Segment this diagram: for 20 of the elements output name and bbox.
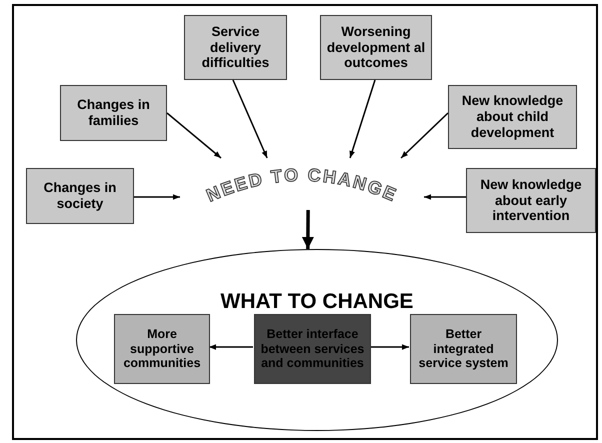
arrow [302,210,314,250]
process-box: Better interface between services and communities [254,314,371,384]
arrow [370,344,409,350]
arrow [209,344,253,350]
process-box: More supportive communities [114,314,210,384]
arrow [166,112,222,159]
process-box: New knowledge about child development [448,85,577,149]
arrow [424,194,466,200]
arrow [349,80,376,158]
arrow [400,112,449,159]
arrow [232,80,268,158]
process-box: New knowledge about early intervention [466,168,596,233]
arrow [134,194,180,200]
ellipse-heading: WHAT TO CHANGE [220,290,414,313]
process-box: Worsening development al outcomes [320,15,432,80]
process-box: Changes in society [26,168,134,224]
process-box: Better integrated service system [410,314,517,384]
ellipse [76,249,558,431]
process-box: Changes in families [60,85,167,141]
process-box: Service delivery difficulties [184,15,287,80]
